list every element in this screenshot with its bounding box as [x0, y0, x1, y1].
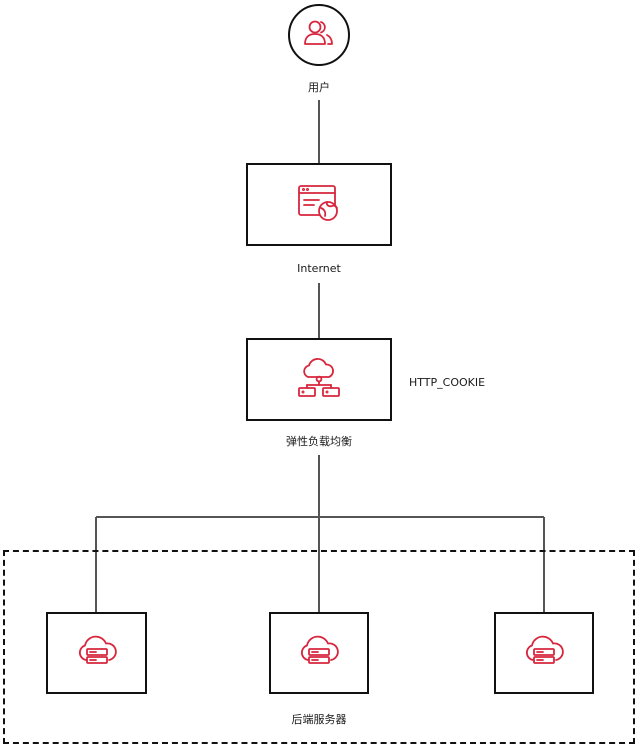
elb-annotation: HTTP_COOKIE — [409, 376, 486, 389]
internet-node — [246, 163, 392, 246]
cloud-network-icon — [297, 357, 341, 403]
backend-group-label: 后端服务器 — [291, 713, 347, 726]
cloud-server-icon — [298, 634, 340, 672]
cloud-server-icon — [523, 634, 565, 672]
browser-globe-icon — [297, 184, 341, 226]
backend-server-group — [3, 550, 635, 744]
backend-server-3 — [494, 612, 594, 694]
user-node — [288, 4, 350, 66]
elb-label: 弹性负载均衡 — [286, 435, 352, 448]
backend-server-1 — [46, 612, 147, 694]
users-icon — [303, 18, 335, 52]
internet-label: Internet — [297, 262, 341, 275]
user-label: 用户 — [308, 81, 330, 94]
elb-node — [246, 338, 392, 421]
backend-server-2 — [269, 612, 369, 694]
cloud-server-icon — [76, 634, 118, 672]
